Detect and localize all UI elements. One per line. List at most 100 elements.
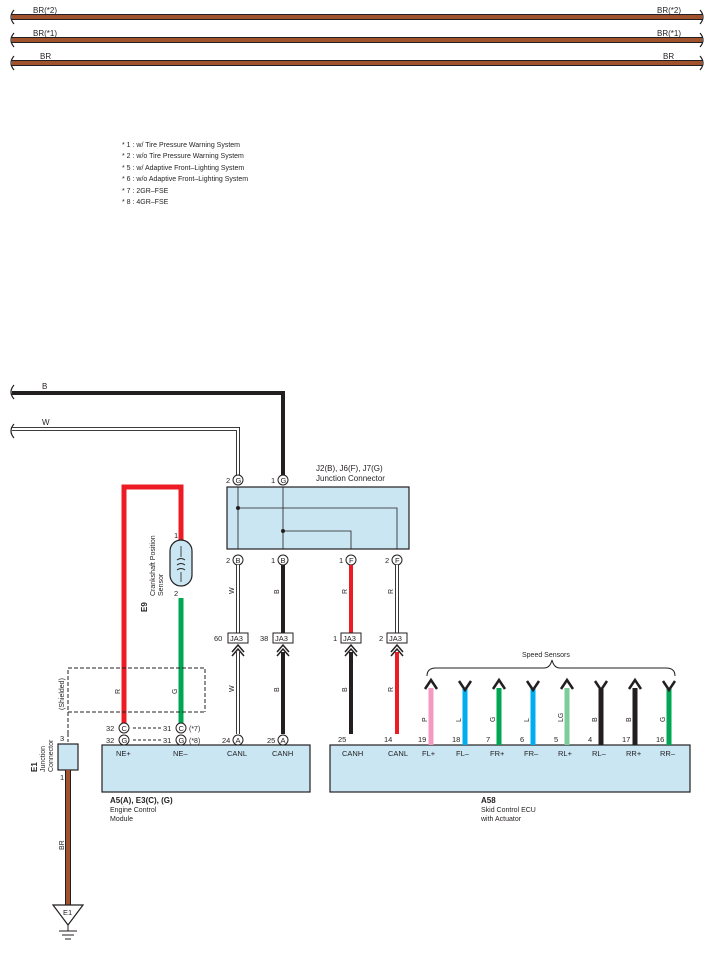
arrow-down-icon xyxy=(525,680,541,693)
skid-pin-num: 14 xyxy=(384,735,392,744)
top-wire-1-label-right: BR(*2) xyxy=(657,6,681,15)
e1-name-line1: Junction xyxy=(40,746,47,772)
ecm-id: A5(A), E3(C), (G) xyxy=(110,796,173,805)
notes: * 1 : w/ Tire Pressure Warning System * … xyxy=(122,142,248,206)
skid-pin-num: 7 xyxy=(486,735,490,744)
arrow-up-icon xyxy=(423,677,439,690)
skid-term-label: CANL xyxy=(388,749,408,758)
top-wire-2: BR(*1) BR(*1) xyxy=(10,29,704,48)
skid-id: A58 xyxy=(481,796,496,805)
ecm-pin-letter: A xyxy=(281,736,286,745)
skid-pin-num: 17 xyxy=(622,735,630,744)
note-6: * 8 : 4GR–FSE xyxy=(122,199,169,206)
arrow-down-icon xyxy=(593,680,609,693)
ecm-pin-letter: G xyxy=(122,736,128,745)
skid-terms: 25CANH14CANLP19FL+L18FL–G7FR+L6FR–LG5RL+… xyxy=(338,677,677,758)
ecm-pin-num: 32 xyxy=(106,724,114,733)
junction-connector: J2(B), J6(F), J7(G) Junction Connector G… xyxy=(226,464,410,566)
e1-pin1: 1 xyxy=(60,773,64,782)
junction-bottom-pin-3-letter: F xyxy=(349,556,354,565)
sensor-name-line2: Sensor xyxy=(158,573,165,596)
wire-color-label: G xyxy=(490,717,497,722)
skid-term-label: RR– xyxy=(660,749,676,758)
arrow-up-icon xyxy=(559,677,575,690)
skid-term-label: CANH xyxy=(342,749,363,758)
ecm-pin-num: 25 xyxy=(267,736,275,745)
ecm-pin-letter: C xyxy=(122,724,128,733)
b-wire-incoming: B xyxy=(10,382,285,475)
ground-label: E1 xyxy=(63,908,72,917)
wire-color-label: B xyxy=(592,717,599,722)
skid-pin-num: 16 xyxy=(656,735,664,744)
b-wire-label: B xyxy=(42,382,47,391)
ecm-pin-num: 31 xyxy=(163,736,171,745)
w-wire-incoming: W xyxy=(10,418,240,475)
wire-color-label: B xyxy=(626,717,633,722)
wire-w-238: W W xyxy=(229,565,240,734)
skid-name-line1: Skid Control ECU xyxy=(481,807,536,814)
note-3: * 5 : w/ Adaptive Front–Lighting System xyxy=(122,165,244,172)
skid-pin-num: 6 xyxy=(520,735,524,744)
wire-label: R xyxy=(342,589,349,594)
wire-label: B xyxy=(274,687,281,692)
skid-term-label: FR– xyxy=(524,749,539,758)
top-wire-1: BR(*2) BR(*2) xyxy=(10,6,704,25)
e1-pin3: 3 xyxy=(60,734,64,743)
junction-bottom-pin-2-letter: B xyxy=(281,556,286,565)
arrow-up-icon xyxy=(627,677,643,690)
skid-terminal-frplus: G 7FR+ xyxy=(486,677,507,758)
ecm-pin-letter: C xyxy=(179,724,185,733)
shielded-area: (Shielded) xyxy=(59,667,206,734)
wire-label: R xyxy=(388,589,395,594)
ja3-label: JA3 xyxy=(343,634,356,643)
ecm-term-ne-minus: NE– xyxy=(173,749,188,758)
skid-control-ecu: A58 Skid Control ECU with Actuator Speed… xyxy=(329,652,691,823)
sensor-id: E9 xyxy=(140,602,149,612)
arrow-down-icon xyxy=(457,680,473,693)
junction-top-pin-1-num: 2 xyxy=(226,476,230,485)
wire-r-397: R R xyxy=(388,565,399,734)
junction-bottom-pin-3-num: 1 xyxy=(339,556,343,565)
ecm-pin-num: 32 xyxy=(106,736,114,745)
wire-label: W xyxy=(229,685,236,692)
ecm-pin-num: 31 xyxy=(163,724,171,733)
junction-bottom-pin-2-num: 1 xyxy=(271,556,275,565)
ja3-label: JA3 xyxy=(230,634,243,643)
skid-pin-num: 4 xyxy=(588,735,592,744)
ecm-term-canl: CANL xyxy=(227,749,247,758)
skid-pin-num: 5 xyxy=(554,735,558,744)
sensor-pin-2: 2 xyxy=(174,589,178,598)
wire-label: R xyxy=(388,687,395,692)
ecm-pin-letter: G xyxy=(179,736,185,745)
skid-term-label: FL+ xyxy=(422,749,436,758)
e1-name-line2: Connector xyxy=(48,739,55,772)
wire-label: R xyxy=(115,689,122,694)
e1-id: E1 xyxy=(30,762,39,772)
wire-label: W xyxy=(229,587,236,594)
e1-wire-label: BR xyxy=(59,840,66,850)
ja3-num: 1 xyxy=(333,634,337,643)
ecm-pin-num: 24 xyxy=(222,736,230,745)
w-wire-label: W xyxy=(42,418,50,427)
junction-top-pin-2-num: 1 xyxy=(271,476,275,485)
ecm-name-line1: Engine Control xyxy=(110,807,157,814)
wire-color-label: L xyxy=(456,718,463,722)
ecm-pin-note: (*8) xyxy=(189,738,200,745)
skid-term-label: FR+ xyxy=(490,749,505,758)
skid-pin-num: 25 xyxy=(338,735,346,744)
shielded-label: (Shielded) xyxy=(59,678,66,710)
ja3-num: 38 xyxy=(260,634,268,643)
skid-pin-num: 18 xyxy=(452,735,460,744)
note-5: * 7 : 2GR–FSE xyxy=(122,188,169,195)
skid-term-label: FL– xyxy=(456,749,470,758)
sensor-pin-1: 1 xyxy=(174,531,178,540)
junction-bottom-pin-4-num: 2 xyxy=(385,556,389,565)
note-1: * 1 : w/ Tire Pressure Warning System xyxy=(122,142,240,149)
top-wire-2-label-left: BR(*1) xyxy=(33,29,57,38)
